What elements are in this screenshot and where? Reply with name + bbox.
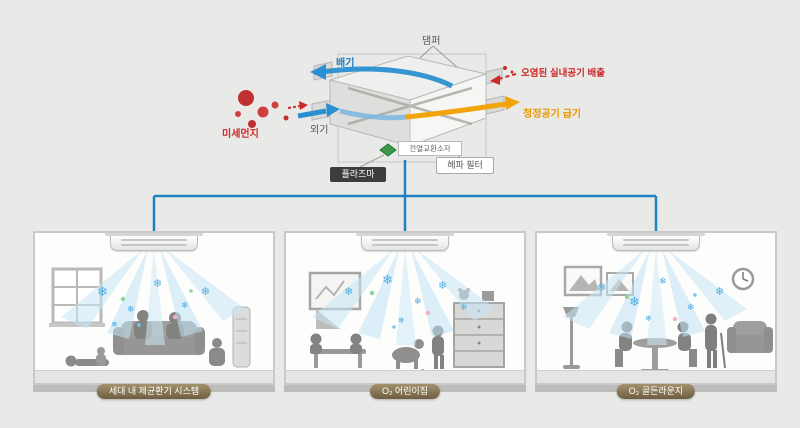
snowflake-icon: ❄ [398, 316, 405, 325]
snowflake-icon: ❄ [414, 296, 422, 306]
snowflake-icon: ❄ [201, 286, 211, 298]
exhaust-air-label: 배기 [336, 58, 355, 69]
plasma-badge: 플라즈마 [330, 167, 386, 182]
snowflake-icon: ❄ [127, 304, 135, 314]
room-badge-living: 세대 내 제균환기 시스템 [96, 384, 212, 399]
hepa-filter-badge: 헤파 필터 [436, 157, 494, 174]
snowflake-icon: ❄ [460, 302, 468, 312]
air-stream-illustration [61, 249, 245, 345]
room-living-panel: ❄ ❄ ❄ ❄ ❄ ❄ [33, 231, 275, 385]
air-stream-illustration [563, 249, 747, 345]
snowflake-icon: ❄ [629, 294, 640, 309]
snowflake-icon: ❄ [687, 302, 695, 312]
snowflake-icon: ❄ [153, 278, 163, 290]
room-floor [286, 370, 524, 383]
polluted-air-out-label: 오염된 실내공기 배출 [521, 68, 605, 79]
room-floor [537, 370, 775, 383]
room-daycare-panel: ❄ ❄ ❄ ❄ ❄ ❄ [284, 231, 526, 385]
snowflake-icon: ❄ [97, 284, 108, 299]
ceiling-cassette-unit [105, 233, 203, 251]
clean-air-supply-label: 청정공기 급기 [523, 109, 581, 120]
snowflake-icon: ❄ [659, 276, 667, 286]
ceiling-cassette-unit [607, 233, 705, 251]
outdoor-air-label: 외기 [310, 125, 329, 136]
ceiling-cassette-unit [356, 233, 454, 251]
heat-exchange-element-tag: 전열교환소자 [398, 141, 462, 156]
fine-dust-label: 미세먼지 [222, 129, 259, 140]
snowflake-icon: ❄ [181, 300, 189, 310]
room-lounge-panel: ❄ ❄ ❄ ❄ ❄ ❄ [535, 231, 777, 385]
snowflake-icon: ❄ [111, 320, 118, 329]
snowflake-icon: ❄ [597, 282, 607, 294]
room-floor [35, 370, 273, 383]
snowflake-icon: ❄ [645, 314, 652, 323]
snowflake-icon: ❄ [344, 286, 354, 298]
snowflake-icon: ❄ [382, 272, 393, 287]
air-stream-illustration [312, 249, 496, 345]
snowflake-icon: ❄ [715, 286, 725, 298]
room-badge-lounge: O₂ 골든라운지 [616, 384, 696, 399]
room-badge-daycare: O₂ 어린이집 [369, 384, 441, 399]
damper-label: 댐퍼 [422, 36, 441, 47]
snowflake-icon: ❄ [438, 280, 448, 292]
